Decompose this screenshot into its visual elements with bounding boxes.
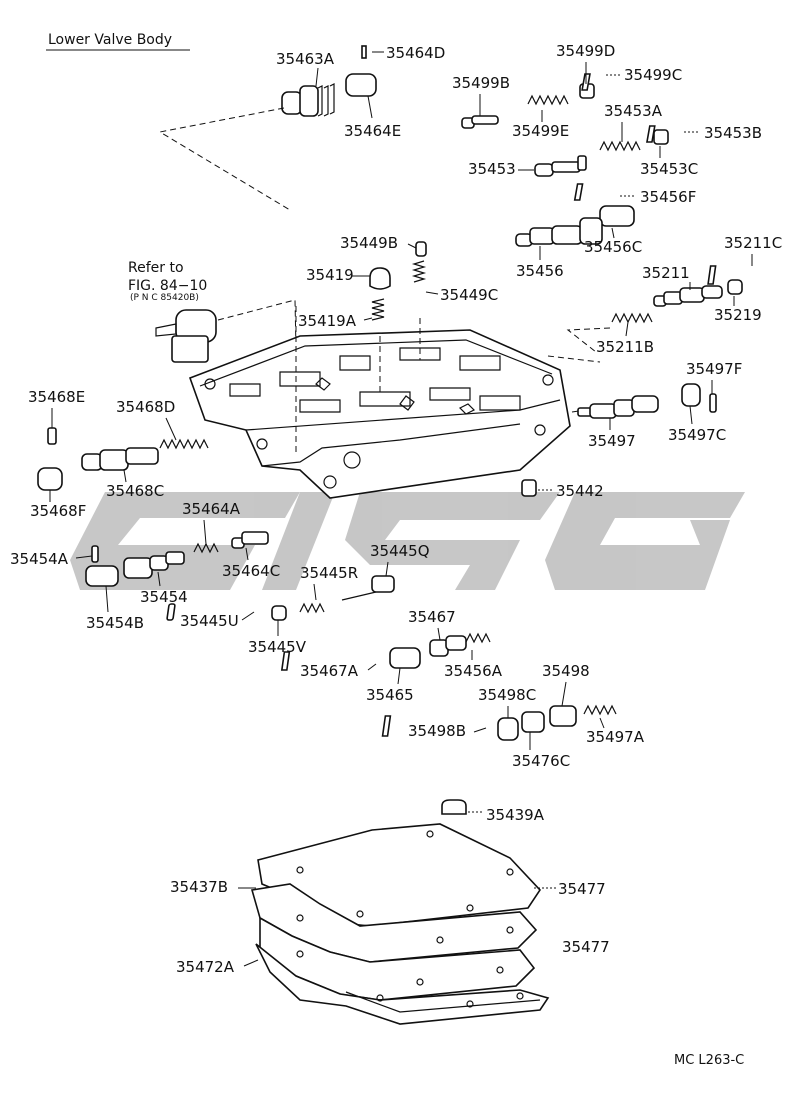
part-label: 35498B	[408, 722, 466, 740]
reference-note: FIG. 84−10	[128, 278, 207, 294]
part-label: 35456C	[584, 238, 642, 256]
part-label: 35437B	[170, 878, 228, 896]
part-35442	[521, 479, 537, 497]
part-label: 35472A	[176, 958, 235, 976]
assembly-dashline	[217, 299, 297, 351]
assembly-dashline	[295, 306, 601, 456]
part-label: 35464A	[182, 500, 241, 518]
valve-group-35468	[37, 427, 209, 491]
part-label: 35468D	[116, 398, 175, 416]
part-label: 35497	[588, 432, 636, 450]
part-label: 35454A	[10, 550, 69, 568]
lower-valve-body-casting	[188, 329, 571, 499]
part-label: 35445V	[248, 638, 307, 656]
part-label: 35453	[468, 160, 516, 178]
valve-group-35456	[515, 183, 635, 247]
drawing-code: MC L263-C	[674, 1053, 744, 1068]
part-label: 35499C	[624, 66, 682, 84]
part-label: 35211B	[596, 338, 654, 356]
part-label: 35453A	[604, 102, 663, 120]
part-label: 35497F	[686, 360, 742, 378]
part-label: 35454	[140, 588, 188, 606]
valve-group-35449	[369, 241, 427, 321]
part-label: 35442	[556, 482, 604, 500]
part-label: 35445Q	[370, 542, 430, 560]
part-label: 35468C	[106, 482, 164, 500]
part-label: 35449B	[340, 234, 398, 252]
part-label: 35468E	[28, 388, 85, 406]
part-label: 35419A	[298, 312, 357, 330]
part-label: 35464C	[222, 562, 280, 580]
part-label: 35454B	[86, 614, 144, 632]
solenoid-reference	[155, 309, 217, 363]
part-label: 35211C	[724, 234, 782, 252]
valve-group-35211	[611, 265, 743, 324]
part-label: 35477	[558, 880, 606, 898]
part-label: 35468F	[30, 502, 86, 520]
valve-group-35453	[534, 125, 669, 177]
part-label: 35456A	[444, 662, 503, 680]
part-label: 35499B	[452, 74, 510, 92]
part-label: 35445U	[180, 612, 239, 630]
diagram-title: Lower Valve Body	[48, 32, 172, 48]
part-35439A	[441, 799, 467, 815]
valve-group-35445	[166, 575, 395, 621]
part-label: 35464D	[386, 44, 445, 62]
part-label: 35456F	[640, 188, 696, 206]
valve-group-35499	[461, 73, 595, 129]
part-label: 35498	[542, 662, 590, 680]
part-label: 35465	[366, 686, 414, 704]
part-label: 35219	[714, 306, 762, 324]
reference-note: Refer to	[128, 260, 184, 276]
part-label: 35499D	[556, 42, 615, 60]
part-label: 35499E	[512, 122, 569, 140]
part-label: 35467A	[300, 662, 359, 680]
part-label: 35456	[516, 262, 564, 280]
part-label: 35445R	[300, 564, 358, 582]
part-label: 35419	[306, 266, 354, 284]
watermark-logo	[70, 492, 745, 590]
part-label: 35453C	[640, 160, 698, 178]
part-label: 35464E	[344, 122, 401, 140]
valve-group-35463A	[281, 45, 377, 117]
part-label: 35211	[642, 264, 690, 282]
part-label: 35497A	[586, 728, 645, 746]
part-label: 35439A	[486, 806, 545, 824]
valve-group-35497	[577, 383, 717, 419]
reference-note-pnc: (P N C 85420B)	[130, 293, 199, 303]
part-label: 35498C	[478, 686, 536, 704]
part-label: 35449C	[440, 286, 498, 304]
part-label: 35463A	[276, 50, 335, 68]
valve-group-35498	[381, 704, 617, 741]
part-label: 35477	[562, 938, 610, 956]
assembly-dashline	[566, 327, 611, 353]
part-label: 35453B	[704, 124, 762, 142]
part-label: 35467	[408, 608, 456, 626]
gasket-plates-stack	[250, 823, 550, 1025]
part-label: 35476C	[512, 752, 570, 770]
assembly-dashline	[158, 107, 291, 211]
part-label: 35497C	[668, 426, 726, 444]
valve-group-35467	[280, 632, 491, 671]
